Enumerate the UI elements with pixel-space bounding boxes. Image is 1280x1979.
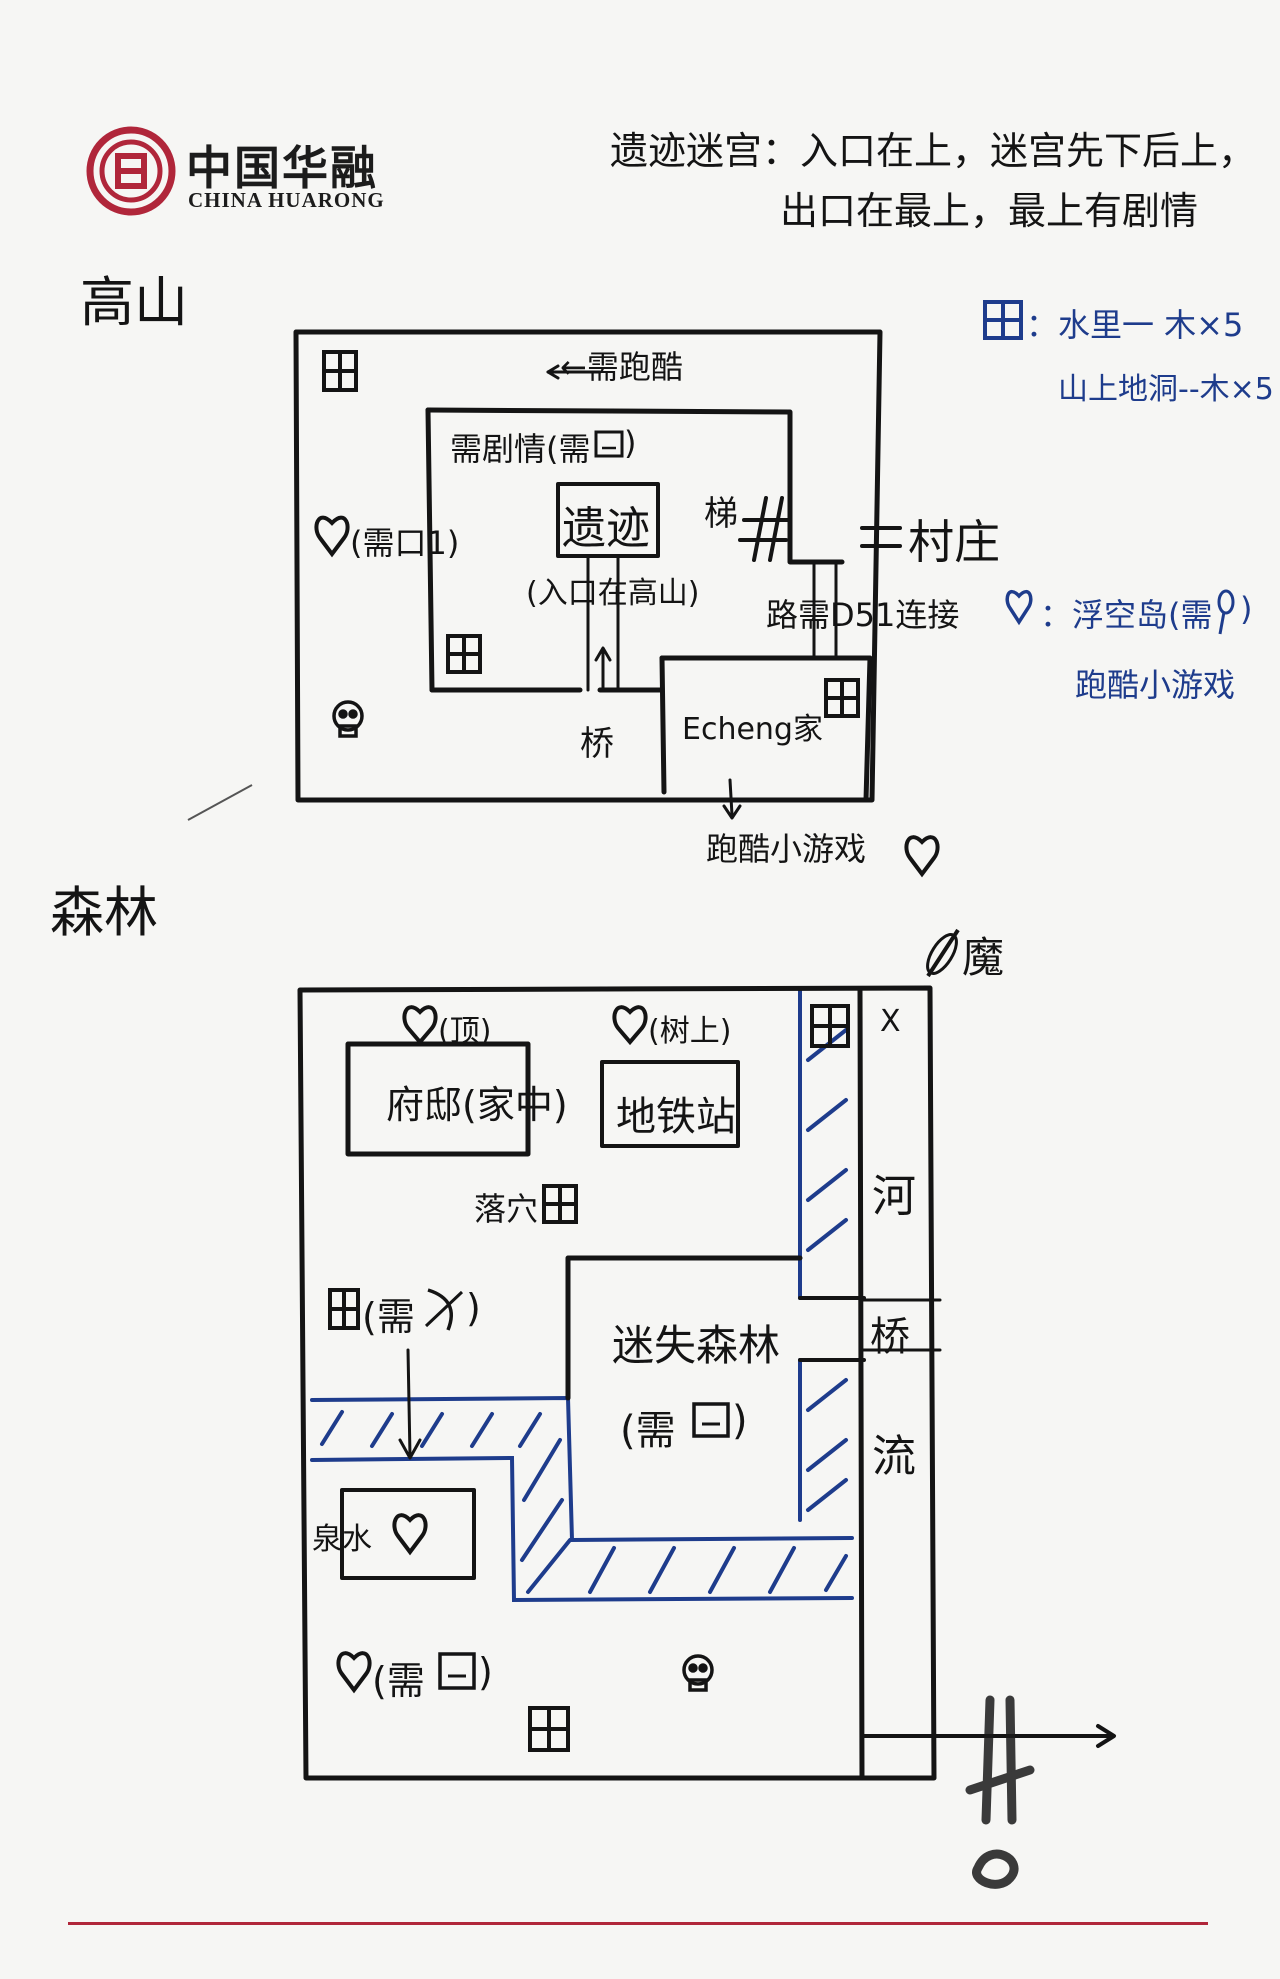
- lost-forest-label: 迷失森林: [612, 1321, 781, 1370]
- spring-label: 泉水: [312, 1522, 372, 1557]
- forest-heart-bottom-end: ): [478, 1650, 493, 1694]
- legend-heart-line1: ：浮空岛(需: [1040, 596, 1213, 634]
- forest-heart-top-label: (顶): [438, 1014, 492, 1049]
- logo-name-en: CHINA HUARONG: [188, 188, 385, 212]
- river-char-2: 流: [872, 1431, 916, 1482]
- legend-chest-line1: ：水里一 木×5: [1026, 306, 1244, 344]
- forest-chest-need: (需: [362, 1295, 415, 1339]
- lost-forest-need: (需: [620, 1408, 676, 1454]
- lost-forest-need-end: ): [732, 1398, 748, 1444]
- forest-title: 森林: [50, 881, 158, 944]
- mountain-need-plot-end: ): [624, 424, 637, 462]
- parkour-game-label: 跑酷小游戏: [706, 830, 867, 868]
- ruins-entrance-note: (入口在高山): [526, 576, 700, 611]
- echeng-house-label: Echeng家: [682, 712, 823, 747]
- river-bridge-label: 桥: [870, 1314, 910, 1360]
- maze-note-line2: 出口在最上，最上有剧情: [780, 189, 1199, 233]
- cave-label: 落穴: [474, 1190, 539, 1228]
- legend-heart-line2: 跑酷小游戏: [1075, 666, 1236, 704]
- x-mark: X: [880, 1004, 901, 1039]
- mountain-need-plot: 需剧情(需: [450, 430, 591, 468]
- road-note: 路需D51连接: [766, 596, 960, 634]
- seal-icon: [86, 126, 176, 216]
- mountain-bridge-label: 桥: [580, 724, 614, 764]
- company-logo: 中国华融 CHINA HUARONG: [86, 126, 416, 216]
- maze-note-line1: 遗迹迷宫：入口在上，迷宫先下后上，: [610, 129, 1257, 173]
- river-char-1: 河: [872, 1171, 916, 1222]
- logo-name-cn: 中国华融: [186, 141, 378, 195]
- forest-heart-tree-label: (树上): [648, 1014, 732, 1049]
- top-right-char: 魔: [962, 933, 1005, 982]
- mountain-heart-need: (需口1): [350, 524, 460, 562]
- legend-heart-line1-end: ): [1240, 590, 1253, 628]
- forest-heart-bottom-need: (需: [372, 1659, 425, 1703]
- legend-chest-line2: 山上地洞--木×5: [1058, 372, 1274, 407]
- bottom-rule: [68, 1922, 1208, 1925]
- mountain-title: 高山: [80, 271, 188, 334]
- mountain-need-parkour: ←需跑酷: [560, 348, 683, 386]
- ruins-label: 遗迹: [562, 503, 650, 554]
- ladder-label: 梯: [704, 494, 738, 534]
- village-label: 村庄: [908, 515, 1000, 569]
- railway-label: 地铁站: [616, 1094, 736, 1140]
- forest-chest-need-end: ): [466, 1286, 481, 1330]
- mansion-label: 府邸(家中): [386, 1083, 568, 1127]
